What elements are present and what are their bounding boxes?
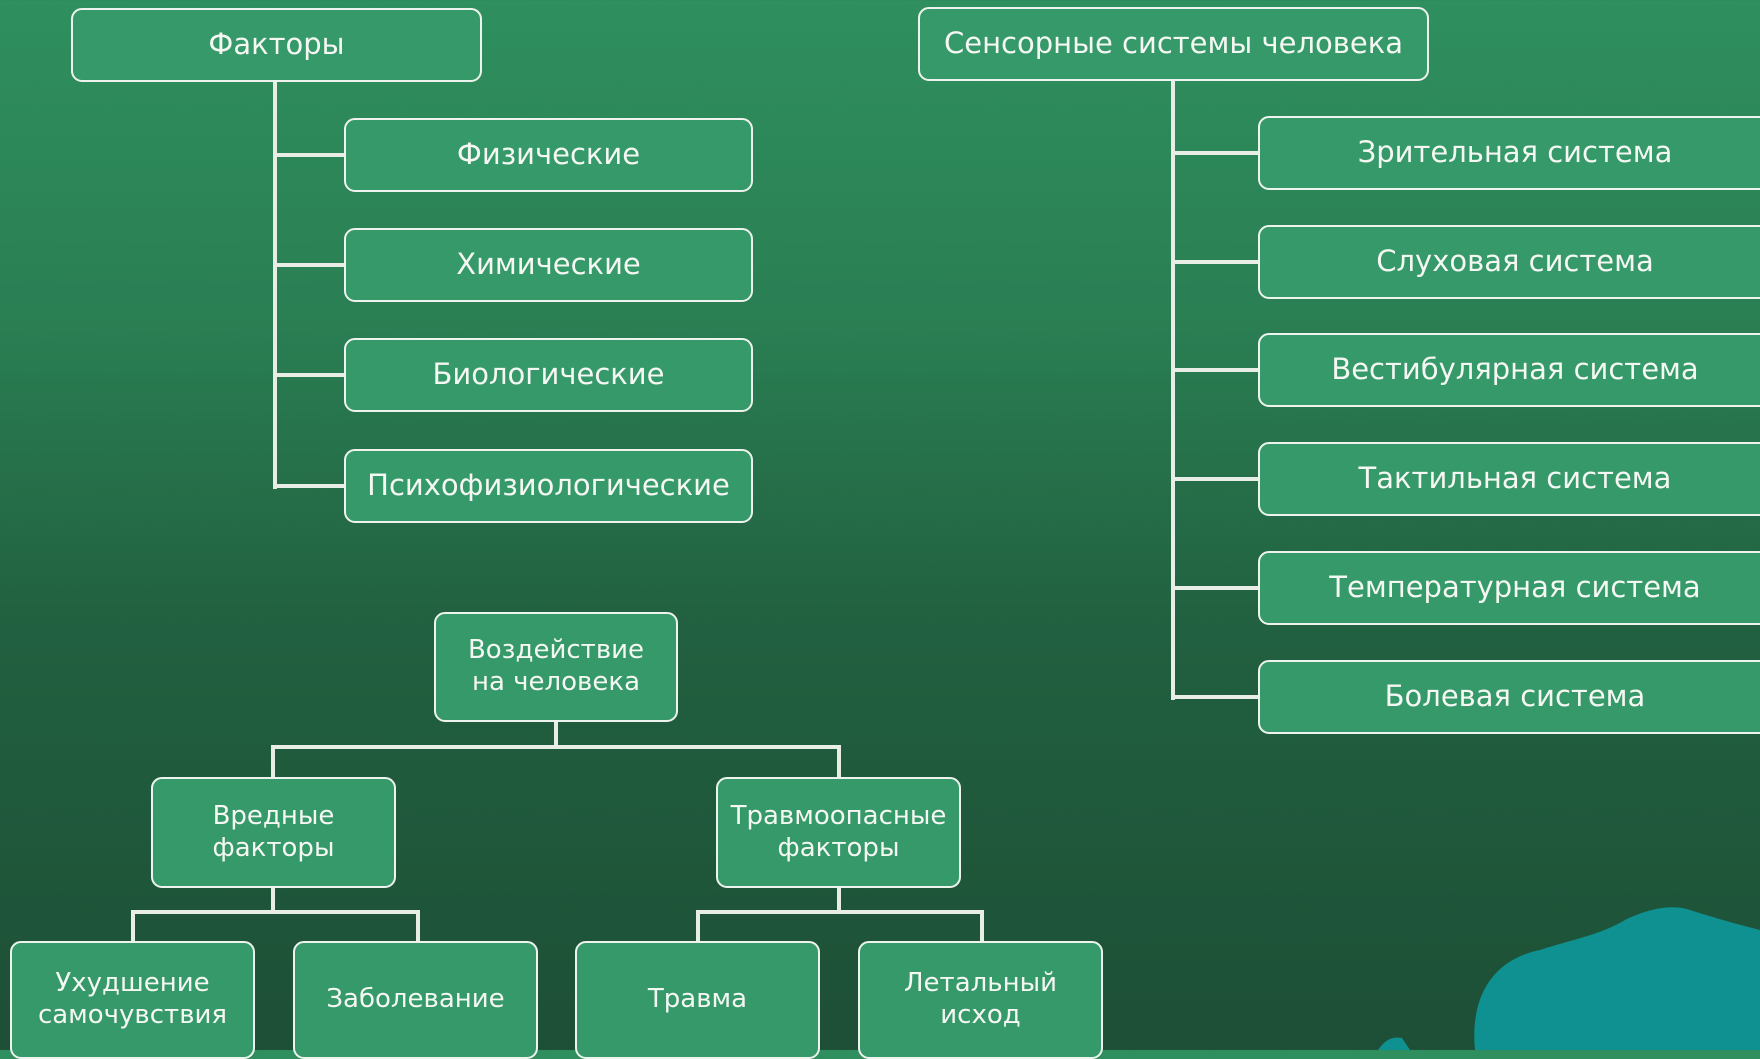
traumatic-drop xyxy=(696,910,700,942)
factors-branch-line xyxy=(273,373,345,377)
sensory-branch-line xyxy=(1171,368,1259,372)
sensory-root-node: Сенсорные системы человека xyxy=(918,7,1429,81)
outcome-node-disease: Заболевание xyxy=(293,941,538,1059)
sensory-branch-line xyxy=(1171,151,1259,155)
sensory-branch-line xyxy=(1171,695,1259,699)
harmful-factors-node: Вредные факторы xyxy=(151,777,396,888)
harmful-stem xyxy=(271,887,275,913)
factor-node-biological: Биологические xyxy=(344,338,753,412)
factors-branch-line xyxy=(273,263,345,267)
sensory-node-pain: Болевая система xyxy=(1258,660,1760,734)
traumatic-drop xyxy=(980,910,984,942)
sensory-trunk-line xyxy=(1171,81,1175,700)
factors-branch-line xyxy=(273,484,345,488)
outcome-node-injury: Травма xyxy=(575,941,820,1059)
harmful-drop xyxy=(416,910,420,942)
impact-level1-drop xyxy=(271,745,275,778)
factors-trunk-line xyxy=(273,82,277,489)
sensory-branch-line xyxy=(1171,477,1259,481)
sensory-node-tactile: Тактильная система xyxy=(1258,442,1760,516)
factor-node-chemical: Химические xyxy=(344,228,753,302)
factors-root-node: Факторы xyxy=(71,8,482,82)
outcome-node-fatal: Летальный исход xyxy=(858,941,1103,1059)
sensory-node-auditory: Слуховая система xyxy=(1258,225,1760,299)
sensory-branch-line xyxy=(1171,586,1259,590)
factors-branch-line xyxy=(273,153,345,157)
factor-node-psychophysiological: Психофизиологические xyxy=(344,449,753,523)
impact-level1-bar xyxy=(271,745,841,749)
sensory-node-visual: Зрительная система xyxy=(1258,116,1760,190)
harmful-drop xyxy=(131,910,135,942)
harmful-bar xyxy=(131,910,420,914)
factor-node-physical: Физические xyxy=(344,118,753,192)
traumatic-stem xyxy=(837,887,841,913)
impact-root-stem xyxy=(554,721,558,749)
sensory-node-temperature: Температурная система xyxy=(1258,551,1760,625)
impact-root-node: Воздействие на человека xyxy=(434,612,678,722)
outcome-node-wellbeing-decline: Ухудшение самочувствия xyxy=(10,941,255,1059)
impact-level1-drop xyxy=(837,745,841,778)
traumatic-factors-node: Травмоопасные факторы xyxy=(716,777,961,888)
traumatic-bar xyxy=(696,910,984,914)
sensory-node-vestibular: Вестибулярная система xyxy=(1258,333,1760,407)
sensory-branch-line xyxy=(1171,260,1259,264)
